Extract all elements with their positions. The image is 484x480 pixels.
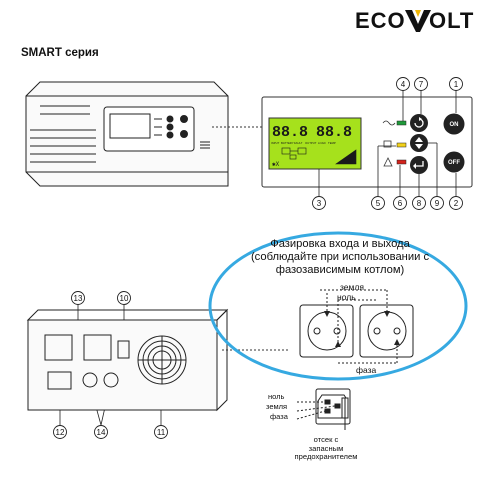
callout-12: 12 (56, 428, 65, 437)
enter-icon (415, 161, 424, 167)
phasing-note-line2: (соблюдайте при использовании с (250, 251, 430, 263)
off-button-label: OFF (448, 160, 460, 166)
lcd-status-input: INPUT (271, 141, 280, 145)
on-button[interactable] (443, 113, 465, 135)
front-mini-lcd (109, 113, 151, 139)
callout-9: 9 (435, 199, 440, 208)
fuse-note-line3: предохранителем (294, 452, 358, 462)
lcd-right-reading: 88.8 (316, 124, 352, 141)
fuse-compartment-note: отсек с запасным предохранителем (281, 435, 371, 462)
enter-button[interactable] (410, 156, 428, 174)
ac-wave-icon (382, 120, 396, 126)
arrow-up-icon (415, 137, 423, 142)
logo-text-eco: ECO (355, 8, 406, 33)
logo-v-mark (405, 10, 431, 32)
phasing-arrows (324, 311, 400, 347)
callout-3: 3 (317, 199, 322, 208)
callout-11: 11 (157, 428, 166, 437)
socket-right (359, 304, 414, 358)
ecovolt-logo: ECO OLT (355, 8, 479, 33)
rear-unit (26, 308, 229, 412)
callout-10: 10 (120, 294, 129, 303)
callout-6: 6 (398, 199, 403, 208)
socket-label-phase: фаза (356, 365, 377, 375)
rear-breaker-2 (103, 372, 119, 388)
rear-breaker-1 (82, 372, 98, 388)
led-yellow (396, 142, 407, 148)
logo-text-olt: OLT (429, 8, 475, 33)
socket-label-ground: земля (340, 282, 364, 292)
front-vent-slots (30, 105, 96, 163)
inlet-label-ground: земля (266, 402, 288, 411)
lcd-status-load: LOAD (318, 141, 326, 145)
arrow-down-icon (415, 144, 423, 149)
warning-icon (383, 157, 393, 167)
phasing-note-line1: Фазировка входа и выхода (270, 238, 410, 250)
rear-socket-2 (83, 334, 112, 361)
inlet-label-neutral: ноль (268, 392, 285, 401)
rear-port (117, 340, 130, 359)
callout-5: 5 (376, 199, 381, 208)
lcd-left-reading: 88.8 (272, 124, 308, 141)
lcd-status-output: OUTPUT (305, 141, 317, 145)
lcd-status-temp: TEMP (328, 141, 336, 145)
refresh-button[interactable] (410, 114, 428, 132)
lcd-flow-icons (281, 147, 357, 165)
rear-socket-1 (44, 334, 73, 361)
lcd-status-battery: BATTERY (281, 141, 294, 145)
select-button[interactable] (410, 134, 428, 152)
callout-14: 14 (97, 428, 106, 437)
callout-circles (53, 77, 463, 439)
callout-1: 1 (454, 80, 459, 89)
led-red (396, 159, 407, 165)
series-title: SMART серия (21, 47, 99, 59)
lcd-load-bar (335, 149, 357, 165)
socket-label-neutral: ноль (337, 292, 356, 302)
callout-8: 8 (417, 199, 422, 208)
iec-inlet (296, 388, 351, 430)
rear-inlet (47, 371, 72, 390)
phasing-highlight-oval (208, 231, 468, 381)
callout-4: 4 (401, 80, 406, 89)
phasing-note: Фазировка входа и выхода (соблюдайте при… (222, 238, 458, 277)
lcd-status-fault: FAULT (294, 141, 303, 145)
fuse-note-line1: отсек с (313, 435, 339, 444)
fuse-note-line2: запасным (308, 443, 344, 453)
led-green (396, 120, 407, 126)
phasing-sockets (299, 289, 414, 364)
lcd-warn-symbol: ✱X (271, 161, 280, 168)
callout-7: 7 (419, 80, 424, 89)
on-button-label: ON (450, 122, 459, 128)
front-unit (25, 81, 229, 187)
callout-13: 13 (74, 294, 83, 303)
phasing-note-line3: фазозависимым котлом) (275, 264, 405, 276)
off-button[interactable] (443, 151, 465, 173)
callout-2: 2 (454, 199, 459, 208)
battery-charge-icon (383, 140, 392, 148)
inlet-label-phase: фаза (270, 412, 288, 421)
